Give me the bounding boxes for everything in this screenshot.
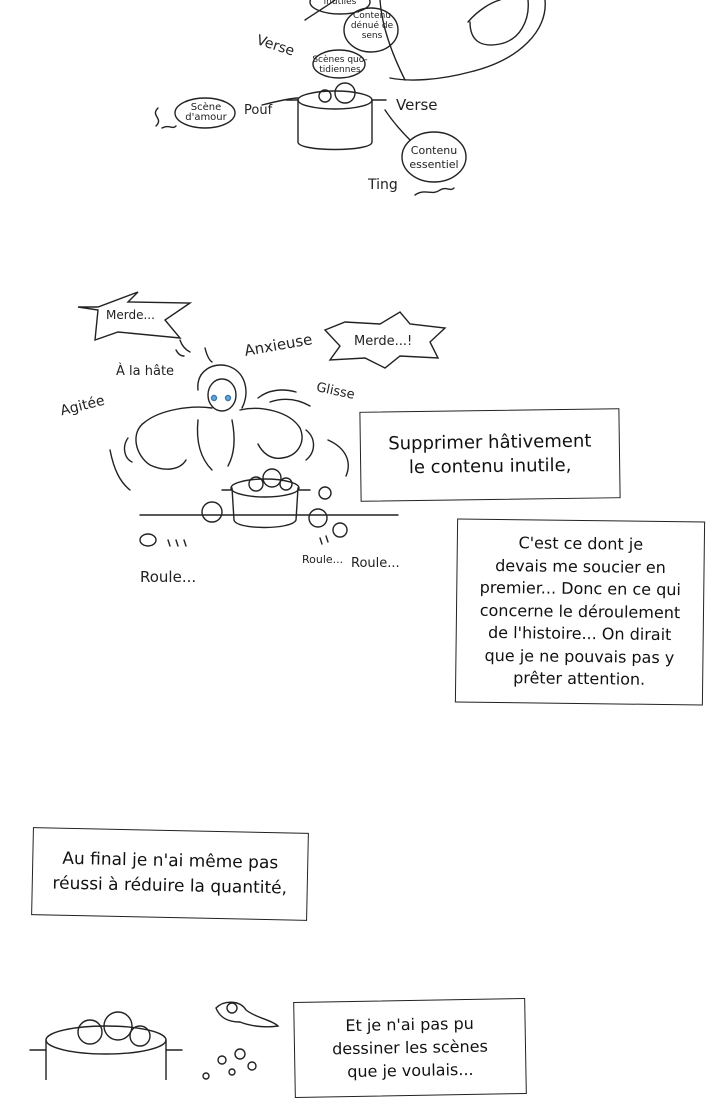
caption-box-delete-content: Supprimer hâtivement le contenu inutile, bbox=[359, 408, 621, 502]
pot-drawing-3 bbox=[29, 1001, 280, 1080]
sfx-pouf: Pouf bbox=[244, 103, 273, 118]
caption-scenes-text: Et je n'ai pas pu dessiner les scènes qu… bbox=[331, 1013, 489, 1082]
caption-delete-text: Supprimer hâtivement le contenu inutile, bbox=[388, 430, 592, 479]
sfx-verse-2: Verse bbox=[396, 96, 438, 114]
bubble-merde-right: Merde...! bbox=[354, 334, 413, 349]
caption-box-quantity: Au final je n'ai même pas réussi à rédui… bbox=[31, 827, 309, 921]
sfx-roule-right: Roule... bbox=[351, 556, 400, 571]
blob-label-love-scene: Scène d'amour bbox=[185, 102, 227, 123]
pot-drawing-1 bbox=[261, 82, 455, 196]
bubble-merde-left: Merde... bbox=[106, 308, 155, 322]
blob-label-daily-scenes: Scènes quo- tidiennes bbox=[312, 55, 368, 75]
blob-label-meaningless-content: Contenu dénué de sens bbox=[350, 11, 394, 41]
blob-label-inutiles: inutiles bbox=[323, 0, 357, 7]
content-blobs bbox=[154, 0, 467, 183]
anxious-character-drawing bbox=[109, 339, 349, 491]
blob-label-essential-content: Contenu essentiel bbox=[409, 144, 459, 171]
sfx-a-la-hate: À la hâte bbox=[116, 364, 175, 379]
caption-story-text: C'est ce dont je devais me soucier en pr… bbox=[479, 533, 682, 690]
caption-box-story: C'est ce dont je devais me soucier en pr… bbox=[454, 518, 706, 706]
sfx-roule-left: Roule... bbox=[140, 568, 197, 586]
caption-box-scenes: Et je n'ai pas pu dessiner les scènes qu… bbox=[293, 997, 527, 1098]
caption-quantity-text: Au final je n'ai même pas réussi à rédui… bbox=[52, 848, 288, 899]
pot-drawing-2 bbox=[139, 468, 399, 547]
sfx-roule-mid: Roule... bbox=[302, 553, 344, 566]
speech-bubble-shapes bbox=[77, 291, 447, 369]
sfx-ting: Ting bbox=[368, 177, 398, 193]
